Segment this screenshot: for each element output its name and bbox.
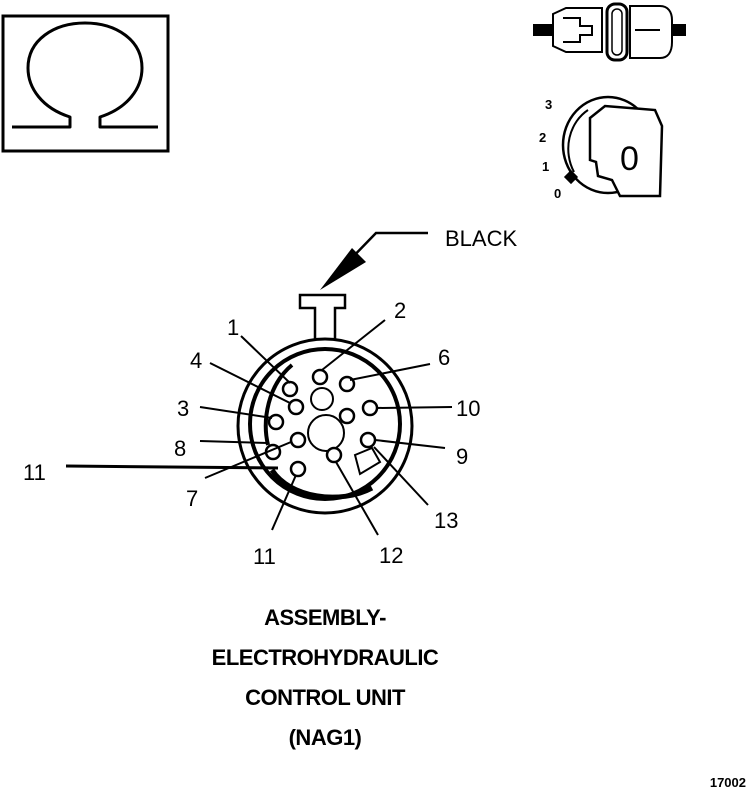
ecu-connector <box>236 293 414 515</box>
pin-label-8: 8 <box>174 436 186 461</box>
pin-label-10: 10 <box>456 396 480 421</box>
pin-label-3: 3 <box>177 396 189 421</box>
pin-label-9: 9 <box>456 444 468 469</box>
pin-label-6: 6 <box>438 345 450 370</box>
figure-number: 17002 <box>709 775 746 790</box>
pin-label-11-outer: 11 <box>23 460 46 485</box>
wire-color-label: BLACK <box>445 226 517 251</box>
title-line-3: CONTROL UNIT <box>245 685 405 710</box>
pin-label-2: 2 <box>394 298 406 323</box>
title-line-2: ELECTROHYDRAULIC <box>211 645 439 670</box>
ignition-pos-3: 3 <box>545 97 552 112</box>
pin-label-12: 12 <box>379 543 403 568</box>
title-line-1: ASSEMBLY- <box>264 605 386 630</box>
pin-label-11: 11 <box>253 544 276 569</box>
black-wire-arrow: BLACK <box>320 226 517 290</box>
ignition-pos-1: 1 <box>542 159 549 174</box>
title-line-4: (NAG1) <box>288 725 362 750</box>
pin-label-13: 13 <box>434 508 458 533</box>
connector-icon <box>533 2 686 62</box>
ignition-switch-icon: 3 2 1 0 0 <box>539 95 664 201</box>
pin-labels: 1 2 4 6 3 10 8 9 11 7 13 11 12 <box>23 298 480 569</box>
ohm-icon <box>1 14 170 153</box>
leader-lines <box>65 319 453 536</box>
key-label: 0 <box>620 140 639 178</box>
pin-label-4: 4 <box>190 348 202 373</box>
pin-label-1: 1 <box>227 315 239 340</box>
ignition-pos-0: 0 <box>554 186 561 201</box>
ignition-pos-2: 2 <box>539 130 546 145</box>
pin-label-7: 7 <box>186 486 198 511</box>
